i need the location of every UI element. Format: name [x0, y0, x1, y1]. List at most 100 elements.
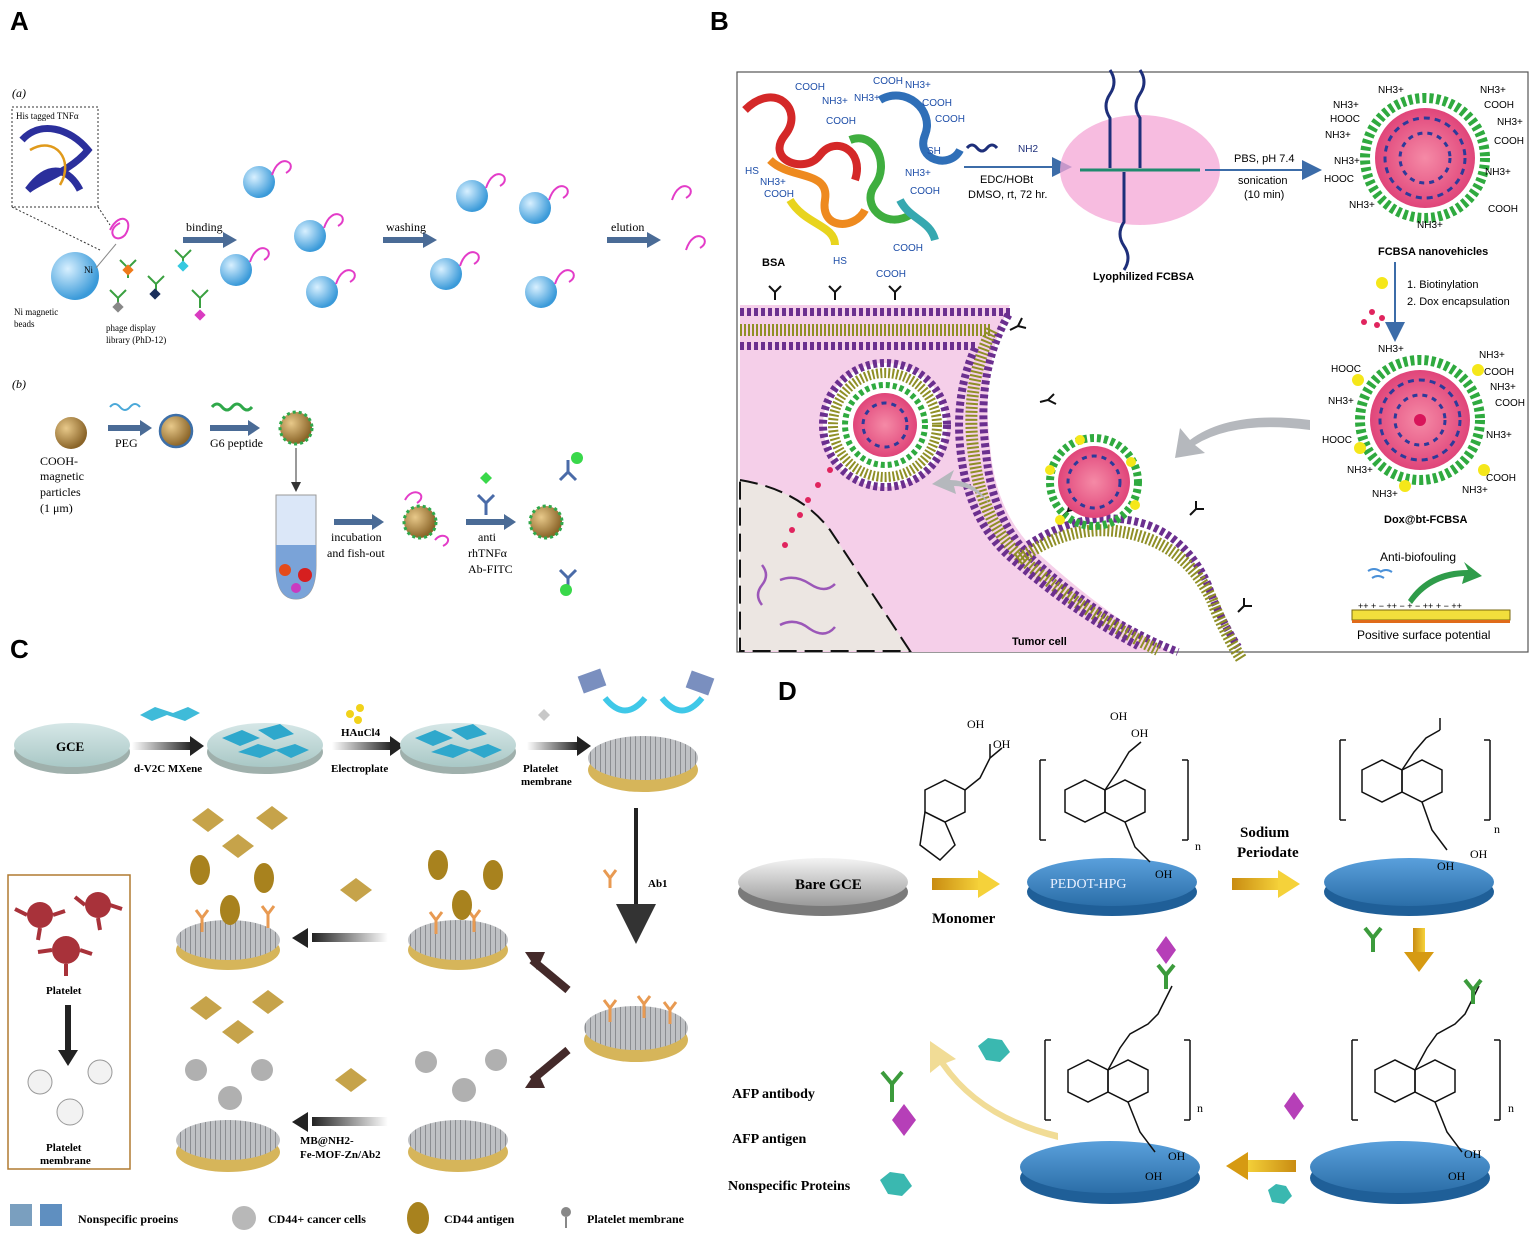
- platelet-membrane-line2: membrane: [40, 1155, 91, 1167]
- pedot-oh-3: OH: [1155, 867, 1173, 881]
- dox-nh3-4: NH3+: [1490, 382, 1516, 393]
- antibody-oh-1: OH: [1448, 1169, 1466, 1183]
- antibody-down-arrow: [1413, 928, 1425, 954]
- anti-biofouling-label: Anti-biofouling: [1380, 550, 1456, 564]
- bsa-nh3-3: NH3+: [905, 80, 931, 91]
- bsa-cooh-2: COOH: [873, 76, 903, 87]
- bsa-cooh-8: COOH: [876, 269, 906, 280]
- sodium-line1: Sodium: [1240, 825, 1290, 841]
- legend-antibody-label: AFP antibody: [732, 1087, 815, 1102]
- panel-a-sub-b: (b): [12, 377, 26, 391]
- bsa-cooh-5: COOH: [826, 116, 856, 127]
- panel-a-letter: A: [10, 6, 29, 36]
- legend-platelet-membrane-icon: [561, 1207, 571, 1217]
- bsa-cooh-9: COOH: [910, 186, 940, 197]
- platelet-mem-line2: membrane: [521, 776, 572, 788]
- platelet-membrane-icon: [27, 1059, 113, 1126]
- captured-disk: [1020, 1141, 1200, 1204]
- pedot-disk: [1027, 858, 1197, 916]
- protein-icon: [1367, 568, 1393, 579]
- monomer-structure: [919, 744, 1003, 861]
- ab1-antibody-icon: [602, 869, 618, 888]
- monomer-label: Monomer: [932, 911, 996, 927]
- fc-nh3-6: NH3+: [1485, 167, 1511, 178]
- dox-nh3-7: NH3+: [1372, 489, 1398, 500]
- fc-nh3-8: NH3+: [1417, 220, 1443, 231]
- legend-2-label: CD44+ cancer cells: [268, 1212, 366, 1226]
- fc-nh3-4: NH3+: [1325, 130, 1351, 141]
- lyophilized-label: Lyophilized FCBSA: [1093, 271, 1194, 283]
- captured-oh-1: OH: [1145, 1169, 1163, 1183]
- panel-b-letter: B: [710, 6, 729, 36]
- phage-library-line2: library (PhD-12): [106, 335, 166, 345]
- inset-box: [11, 106, 99, 208]
- bare-gce-disk: [738, 858, 908, 916]
- legend-nonspecific-label: Nonspecific Proteins: [728, 1179, 851, 1194]
- cooh-line2: magnetic: [40, 469, 84, 483]
- fc-cooh-2: COOH: [1494, 136, 1524, 147]
- gce-disk: [14, 723, 130, 774]
- panel-a-sub-a: (a): [12, 86, 26, 100]
- platelet-disk-top: [588, 736, 698, 792]
- ni-beads-line2: beads: [14, 319, 35, 329]
- cooh-line1: COOH-: [40, 454, 78, 468]
- legend-antibody-icon: [880, 1070, 904, 1102]
- antibody-oh-2: OH: [1464, 1147, 1482, 1161]
- incubation-arrow: [334, 514, 384, 530]
- surface-bar: [1351, 609, 1511, 621]
- antibody-polymer: [1351, 985, 1501, 1153]
- ni-beads-line1: Ni magnetic: [14, 307, 58, 317]
- nh2-chain-icon: [965, 143, 999, 153]
- fc-nh3-1: NH3+: [1378, 85, 1404, 96]
- ab1-label: Ab1: [648, 878, 668, 890]
- cooh-line3: particles: [40, 485, 81, 499]
- g6-icon: [210, 402, 254, 412]
- fc-cooh-3: COOH: [1488, 204, 1518, 215]
- legend-nonspecific-icon: [880, 1172, 912, 1196]
- dox-nh3-2: NH3+: [1479, 350, 1505, 361]
- monomer-oh-2: OH: [993, 737, 1011, 751]
- surface-charges: ++ + − ++ − + − ++ + − ++: [1358, 601, 1462, 611]
- positive-surface-label: Positive surface potential: [1357, 628, 1490, 642]
- washing-label: washing: [386, 220, 426, 234]
- g6-particle: [278, 410, 314, 446]
- platelet-icon: [14, 892, 123, 976]
- mxene-label: d-V2C MXene: [134, 763, 202, 775]
- washing-arrow: [383, 232, 437, 248]
- tube-icon: [275, 494, 317, 600]
- released-dox: [782, 467, 833, 548]
- reagent-line2: DMSO, rt, 72 hr.: [968, 189, 1047, 201]
- dox-cooh-3: COOH: [1486, 473, 1516, 484]
- his-tagged-label: His tagged TNFα: [16, 111, 79, 121]
- dox-nanovehicle: [1352, 355, 1490, 492]
- aldehyde-disk: [1324, 858, 1494, 916]
- panel-c-letter: C: [10, 634, 29, 664]
- antibody-disk: [1310, 1141, 1490, 1204]
- phage-library-line1: phage display: [106, 323, 156, 333]
- elution-arrow: [607, 232, 661, 248]
- anti-biofouling-arrow: [1408, 562, 1482, 604]
- fc-cooh-1: COOH: [1484, 100, 1514, 111]
- receptor-icons: [768, 285, 1252, 613]
- reagent-line1: EDC/HOBt: [980, 174, 1033, 186]
- incubation-line2: and fish-out: [327, 546, 385, 560]
- cells-disk: [408, 1049, 508, 1172]
- nucleus: [739, 478, 912, 652]
- mb-line2: Fe-MOF-Zn/Ab2: [300, 1149, 381, 1161]
- mof-probe-icon: [340, 878, 372, 902]
- bsa-cooh-6: COOH: [764, 189, 794, 200]
- pbs-line3: (10 min): [1244, 189, 1284, 201]
- sandwich-disk-top: [176, 806, 288, 970]
- legend-1-label: Nonspecific proeins: [78, 1212, 178, 1226]
- nonspecific-protein-icons: [577, 668, 715, 696]
- legend-nonspecific: [10, 1204, 62, 1226]
- sodium-arrow: [1232, 878, 1280, 890]
- captured-oh-2: OH: [1168, 1149, 1186, 1163]
- dox-cooh-2: COOH: [1495, 398, 1525, 409]
- phage-library-icon: [109, 249, 209, 321]
- platelet-mem-line1: Platelet: [523, 763, 559, 775]
- bsa-cooh-1: COOH: [795, 82, 825, 93]
- pedot-polymer: [1039, 741, 1189, 863]
- fc-nh3-3: NH3+: [1480, 85, 1506, 96]
- mxene-disk: [207, 723, 323, 774]
